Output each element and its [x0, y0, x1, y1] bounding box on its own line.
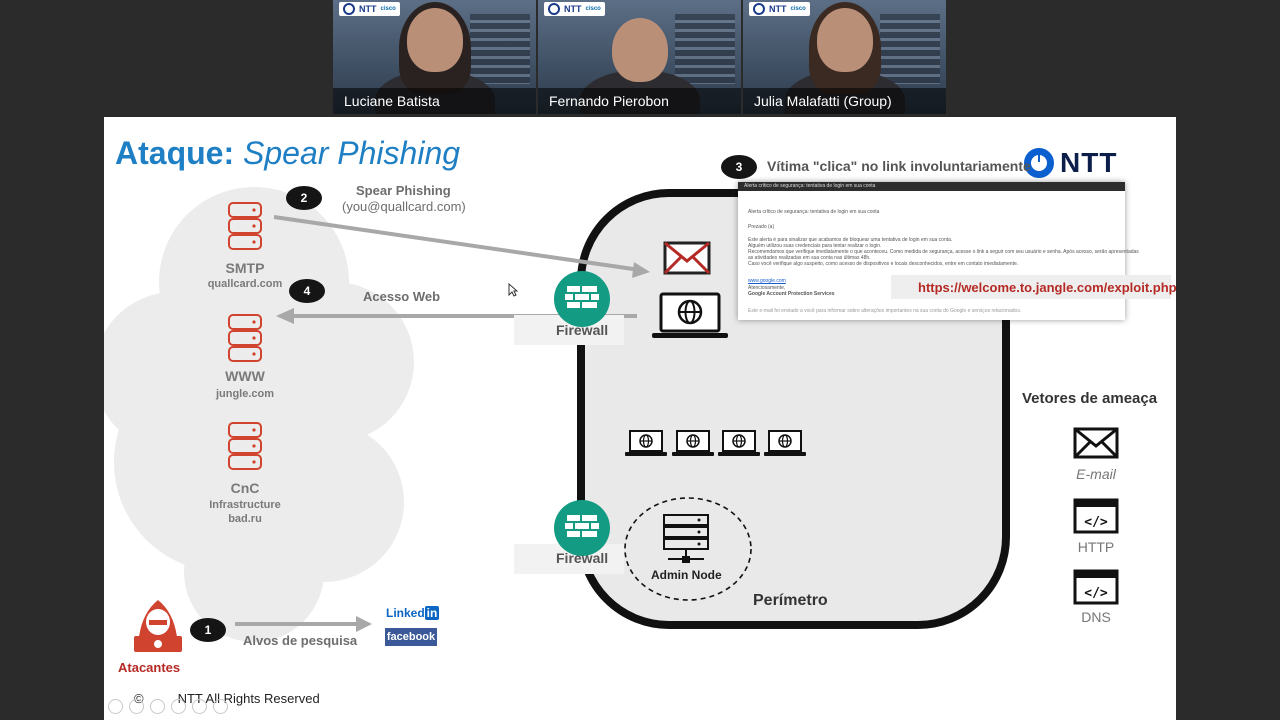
participant-name: Fernando Pierobon	[538, 88, 741, 114]
email-greeting: Prezado (a)	[748, 224, 775, 230]
attackers-label: Atacantes	[118, 660, 181, 675]
hacker-icon	[134, 600, 182, 652]
server-icon	[228, 314, 262, 362]
participant-face	[611, 18, 668, 82]
slide-title: Ataque: Spear Phishing	[115, 135, 461, 171]
email-icon	[1073, 427, 1119, 459]
admin-node-label: Admin Node	[651, 568, 722, 582]
ntt-logo-icon	[548, 3, 560, 15]
server-name-cnc: CnC	[230, 480, 260, 496]
background-shelf	[675, 14, 735, 84]
ntt-logo: NTT	[1024, 147, 1117, 179]
internet-cloud	[104, 187, 414, 642]
server-host-cnc: Infrastructure bad.ru	[209, 499, 281, 525]
firewall-label: Firewall	[556, 550, 609, 566]
email-body-line: Caso você verifique algo suspeito, como …	[748, 261, 1019, 267]
victim-laptop-icon	[652, 292, 728, 338]
next-slide-button[interactable]	[129, 699, 144, 714]
firewall-label: Firewall	[556, 322, 609, 338]
perimeter-label: Perímetro	[753, 592, 828, 609]
step-1-badge: 1	[190, 618, 226, 642]
vector-label-http: HTTP	[1077, 539, 1115, 555]
code-window-icon: </>	[1073, 498, 1119, 534]
code-window-icon: </>	[1073, 569, 1119, 605]
presentation-controls	[108, 699, 228, 714]
ntt-ring-icon	[1024, 148, 1054, 178]
email-footer: Este e-mail foi enviado a você para info…	[748, 308, 1022, 314]
laptop-icon	[625, 430, 667, 456]
email-link[interactable]: www.google.com	[748, 278, 786, 284]
email-body-line: as atividades realizadas em sua conta na…	[748, 255, 871, 261]
vector-label-email: E-mail	[1076, 466, 1116, 482]
email-body-line: Este alerta é para sinalizar que acabamo…	[748, 237, 953, 243]
firewall-icon	[554, 271, 610, 327]
threat-vectors-title: Vetores de ameaça	[1022, 390, 1158, 407]
server-name-smtp: SMTP	[225, 260, 265, 276]
phishing-url-highlight	[891, 275, 1171, 299]
email-subject: Alerta crítico de segurança: tentativa d…	[748, 209, 880, 215]
step-2-badge: 2	[286, 186, 322, 210]
admin-node-circle	[624, 497, 752, 601]
laptop-icon	[672, 430, 714, 456]
prev-slide-button[interactable]	[108, 699, 123, 714]
email-body-line: Alguém utilizou suas credenciais para te…	[748, 243, 882, 249]
envelope-icon	[663, 241, 711, 275]
participant-face	[816, 8, 873, 72]
server-icon	[228, 202, 262, 250]
step-4-badge: 4	[289, 279, 325, 303]
phishing-url: https://welcome.to.jangle.com/exploit.ph…	[918, 280, 1176, 295]
mouse-cursor-icon	[508, 283, 518, 297]
server-host-www: jungle.com	[215, 388, 275, 400]
phishing-email-popup[interactable]: Alerta crítico de segurança: tentativa d…	[738, 182, 1139, 320]
popup-titlebar: Alerta crítico de segurança: tentativa d…	[738, 182, 1125, 191]
more-options-button[interactable]	[213, 699, 228, 714]
step-1-label: Alvos de pesquisa	[243, 633, 358, 648]
email-signoff: Atenciosamente,	[748, 285, 786, 291]
firewall-icon	[554, 500, 610, 556]
server-rack-icon	[663, 514, 709, 563]
step-3-label: Vítima "clica" no link involuntariamente	[767, 158, 1031, 174]
ntt-logo-icon	[343, 3, 355, 15]
server-icon	[228, 422, 262, 470]
server-name-www: WWW	[225, 368, 265, 384]
participant-name: Julia Malafatti (Group)	[743, 88, 946, 114]
step-4-label: Acesso Web	[363, 289, 441, 304]
zoom-button[interactable]	[192, 699, 207, 714]
ntt-logo-icon	[753, 3, 765, 15]
participant-name: Luciane Batista	[333, 88, 536, 114]
shared-slide: Ataque: Spear Phishing NTT 2 Spear Phish…	[104, 117, 1176, 720]
laptop-icon	[718, 430, 760, 456]
svg-text:</>: </>	[1084, 515, 1108, 530]
svg-text:</>: </>	[1084, 586, 1108, 601]
server-host-smtp: quallcard.com	[207, 278, 283, 290]
slides-grid-button[interactable]	[171, 699, 186, 714]
vector-label-dns: DNS	[1081, 609, 1111, 625]
facebook-logo: facebook	[385, 628, 437, 646]
participant-face	[406, 8, 463, 72]
step-2-sublabel: (you@quallcard.com)	[342, 199, 466, 214]
background-shelf	[880, 14, 940, 84]
pen-tool-button[interactable]	[150, 699, 165, 714]
email-signature: Google Account Protection Services	[748, 291, 835, 297]
laptop-icon	[764, 430, 806, 456]
step-3-badge: 3	[721, 155, 757, 179]
background-shelf	[470, 14, 530, 84]
step-2-label: Spear Phishing	[356, 183, 451, 198]
email-body-line: Recomendamos que verifique imediatamente…	[748, 249, 1139, 255]
